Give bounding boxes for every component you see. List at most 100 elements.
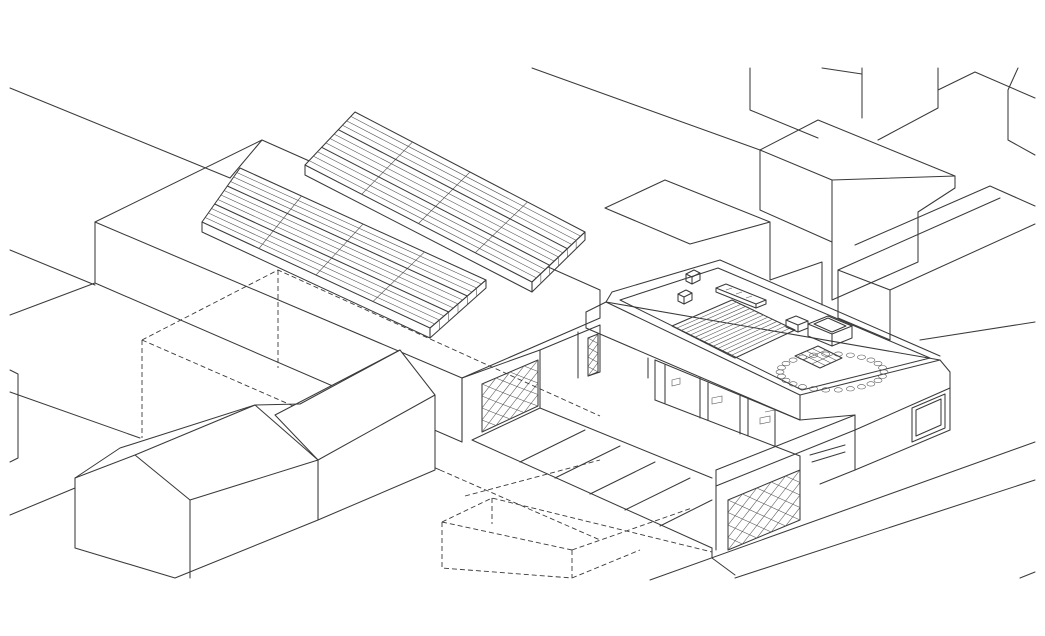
facade-left-diag bbox=[523, 359, 539, 378]
front-solar-array-col-line bbox=[208, 212, 440, 321]
rear-solar-array-col-line bbox=[325, 142, 555, 262]
facade-left-diag bbox=[523, 371, 539, 390]
facade-right-diag bbox=[756, 506, 772, 526]
stone bbox=[775, 369, 785, 375]
rear-solar-array-col-line bbox=[334, 133, 564, 254]
stone bbox=[873, 361, 883, 367]
planned-volumes bbox=[141, 269, 713, 579]
facade-left-diag bbox=[495, 407, 511, 426]
gabled-houses bbox=[74, 349, 436, 579]
stone bbox=[821, 351, 831, 357]
rear-solar-array-col-line bbox=[350, 116, 581, 237]
deck-stripe bbox=[685, 306, 746, 334]
stone bbox=[821, 387, 831, 393]
deck-stripe bbox=[707, 316, 769, 345]
stone bbox=[833, 387, 843, 393]
facade-right-diag bbox=[742, 525, 758, 545]
rooftop-stones bbox=[775, 351, 889, 393]
facade-right-diag bbox=[770, 500, 786, 520]
stone bbox=[781, 377, 791, 383]
facade-right-frame bbox=[727, 469, 801, 551]
stone bbox=[873, 377, 883, 383]
facade-right-diag bbox=[770, 488, 786, 508]
rear-solar-array bbox=[304, 111, 586, 293]
facade-left-diag bbox=[495, 371, 511, 391]
rear-solar-array-col-line bbox=[342, 124, 572, 245]
facade-mid-diag bbox=[587, 352, 599, 367]
far-right-buildings bbox=[604, 67, 1036, 341]
facade-right-diag bbox=[785, 494, 801, 514]
facade-left-diag bbox=[509, 389, 525, 408]
stone bbox=[788, 357, 798, 363]
stone bbox=[846, 386, 855, 392]
stone bbox=[798, 354, 807, 360]
deck-stripe bbox=[716, 321, 778, 350]
facade-mid-diag bbox=[587, 333, 599, 348]
facade-left-diag bbox=[481, 389, 497, 409]
stone bbox=[857, 354, 866, 360]
stone bbox=[833, 351, 843, 357]
rear-solar-array-col-line bbox=[346, 120, 577, 241]
facade-right-diag bbox=[742, 487, 758, 507]
deck-outline bbox=[671, 299, 796, 359]
facade-left-diag bbox=[523, 394, 539, 413]
facade-mid-diag bbox=[587, 343, 599, 358]
deck-stripe bbox=[680, 304, 742, 331]
deck-stripe bbox=[703, 314, 764, 343]
rear-solar-array-col-line bbox=[317, 151, 546, 270]
skylight-col bbox=[812, 348, 837, 361]
facade-right-diag bbox=[770, 513, 786, 533]
facade-right-diag bbox=[727, 493, 743, 513]
deck-stripe bbox=[730, 327, 791, 356]
deck-stripe bbox=[712, 319, 773, 347]
deck-stripe bbox=[698, 312, 760, 340]
rooftop-skylight-grid bbox=[794, 345, 843, 369]
deck-stripe bbox=[725, 325, 787, 354]
front-solar-array-col-line bbox=[233, 176, 477, 289]
stone bbox=[777, 365, 786, 371]
facade-left-diag bbox=[481, 401, 497, 421]
stone bbox=[777, 373, 786, 379]
stone bbox=[878, 373, 887, 379]
facade-left-diag bbox=[481, 377, 497, 397]
facade-right-diag bbox=[756, 494, 772, 514]
stone bbox=[866, 357, 876, 363]
facade-right-diag bbox=[727, 531, 743, 551]
front-solar-array-col-line bbox=[236, 172, 482, 285]
front-solar-array-col-line bbox=[217, 199, 454, 309]
front-solar-array-col-line bbox=[226, 185, 468, 297]
stone bbox=[857, 384, 866, 390]
front-solar-array-col-line bbox=[220, 194, 459, 305]
facade-right-diag bbox=[756, 519, 772, 539]
deck-stripe bbox=[676, 301, 737, 329]
stone bbox=[846, 352, 855, 358]
facade-left-diag bbox=[495, 395, 511, 414]
deck-stripe bbox=[689, 308, 751, 336]
context-lines bbox=[9, 67, 1036, 581]
facade-left-diag bbox=[509, 365, 525, 384]
rooftop-elements bbox=[671, 269, 889, 393]
stone bbox=[798, 384, 807, 390]
rooftop-deck bbox=[671, 299, 796, 359]
rear-solar-array-col-line bbox=[329, 138, 559, 258]
front-solar-array-col-line bbox=[224, 190, 463, 301]
front-solar-array-col-line bbox=[205, 217, 435, 325]
facade-left-diag bbox=[495, 383, 511, 402]
stone bbox=[866, 381, 876, 387]
facade-mid-diag bbox=[587, 362, 599, 377]
facade-left-diag bbox=[523, 382, 539, 402]
stone bbox=[788, 381, 798, 387]
stone bbox=[809, 386, 818, 392]
deck-stripe bbox=[721, 323, 782, 352]
stone bbox=[781, 361, 791, 367]
solar-arrays bbox=[201, 111, 586, 339]
facade-right-diag bbox=[770, 475, 786, 495]
front-solar-array-col-line bbox=[214, 203, 450, 313]
rear-solar-array-col-line bbox=[313, 155, 541, 274]
facade-right-diag bbox=[742, 512, 758, 532]
facade-panel-mid bbox=[587, 333, 599, 377]
facade-right-diag bbox=[756, 481, 772, 501]
facade-left-diag bbox=[509, 400, 525, 420]
